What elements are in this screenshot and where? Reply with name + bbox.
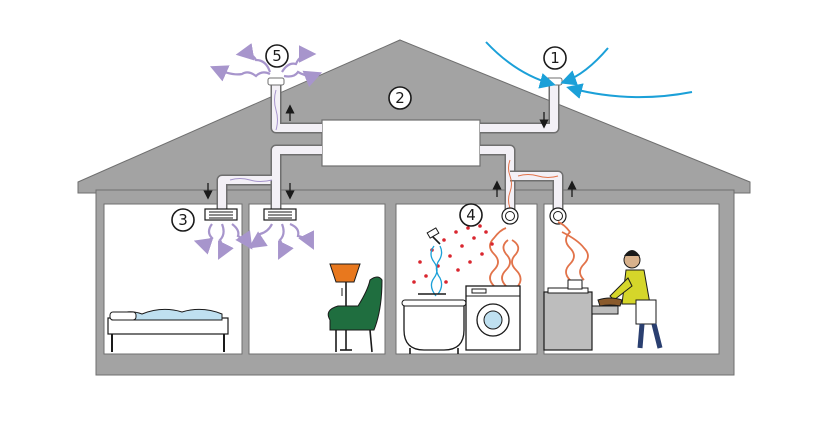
supply-duct [216,84,322,210]
exhaust-air-icon [209,43,323,88]
stove-icon [543,279,619,351]
supply-vent-icon [204,208,297,221]
svg-text:1: 1 [550,49,560,67]
bed-icon [107,308,229,352]
washing-machine-icon [465,285,521,351]
supply-air-flow [193,222,314,260]
extract-duct [480,84,564,212]
shower-icon [426,227,443,297]
svg-text:4: 4 [466,206,476,224]
marker-5: 5 [265,44,289,68]
extract-vent-icon [501,207,567,225]
marker-4: 4 [459,203,483,227]
cook-person-icon [597,250,663,349]
marker-3: 3 [171,208,195,232]
ventilation-unit [321,119,481,167]
armchair-icon [327,276,383,353]
svg-text:2: 2 [395,89,405,107]
exhaust-cap [267,77,285,86]
bathtub-icon [401,293,467,354]
svg-text:3: 3 [178,211,188,229]
flow-arrows [203,104,577,200]
intake-air-icon [485,41,693,99]
warm-air-flow [489,221,589,287]
svg-text:5: 5 [272,47,282,65]
marker-1: 1 [543,46,567,70]
marker-2: 2 [388,86,412,110]
